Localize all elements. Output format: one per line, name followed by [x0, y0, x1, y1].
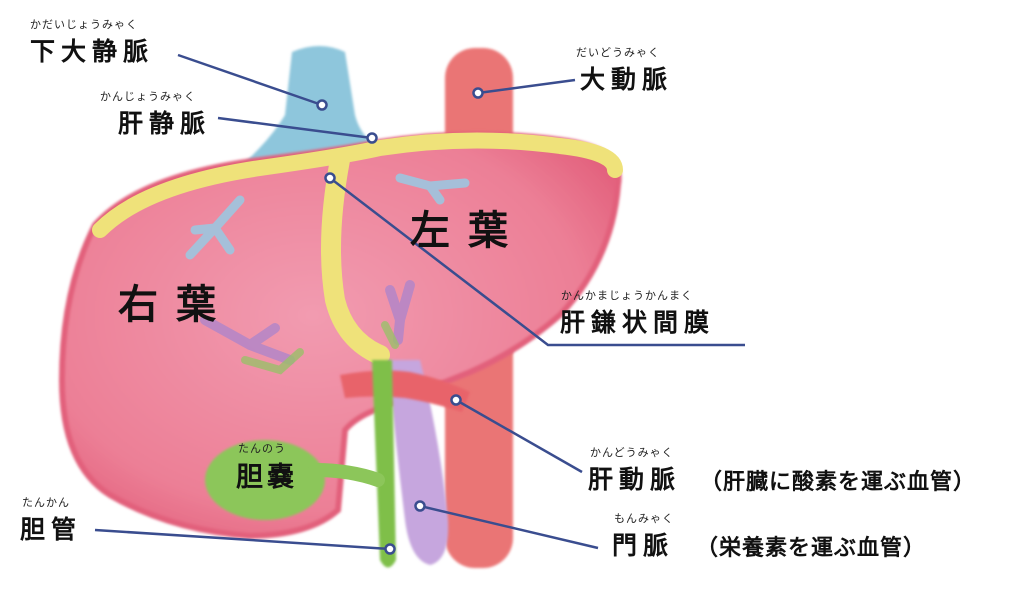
portal-vein-label: 門脈 — [612, 531, 675, 560]
ivc-ruby: かだいじょうみゃく — [30, 18, 138, 31]
bile-duct — [372, 360, 396, 568]
bile-duct-ruby: たんかん — [22, 496, 70, 509]
leader-dots — [316, 87, 484, 555]
hepatic-artery-note: （肝臓に酸素を運ぶ血管） — [700, 470, 977, 495]
cystic-duct — [308, 463, 385, 487]
portal-vein — [388, 360, 449, 565]
hepatic-artery — [340, 370, 470, 412]
falciform-label: 肝鎌状間膜 — [560, 308, 716, 337]
portal-vein-note: （栄養素を運ぶ血管） — [696, 536, 927, 561]
aorta-label: 大動脈 — [580, 65, 674, 94]
hepatic-artery-label: 肝動脈 — [588, 465, 682, 494]
liver-top-rim — [92, 132, 623, 238]
inferior-vena-cava — [242, 46, 378, 170]
falciform-ligament — [321, 150, 390, 365]
gallbladder — [205, 440, 325, 520]
hepatic-vein-branches — [185, 173, 470, 260]
portal-vein-branches — [200, 280, 415, 365]
hepatic-vein-label: 肝静脈 — [118, 109, 212, 138]
hepatic-vein-ruby: かんじょうみゃく — [100, 90, 196, 103]
leader-lines — [94, 53, 745, 551]
ivc-label: 下大静脈 — [30, 37, 155, 66]
falciform-ruby: かんかまじょうかんまく — [561, 289, 693, 302]
bile-duct-branches — [241, 321, 399, 375]
gallbladder-label: 胆嚢 — [236, 462, 298, 493]
gallbladder-ruby: たんのう — [238, 442, 286, 455]
left-lobe-label: 左葉 — [410, 208, 526, 254]
portal-vein-ruby: もんみゃく — [614, 512, 674, 525]
bile-duct-label: 胆管 — [20, 515, 83, 544]
hepatic-artery-ruby: かんどうみゃく — [590, 446, 674, 459]
right-lobe-label: 右葉 — [118, 282, 234, 328]
aorta-ruby: だいどうみゃく — [576, 46, 660, 59]
